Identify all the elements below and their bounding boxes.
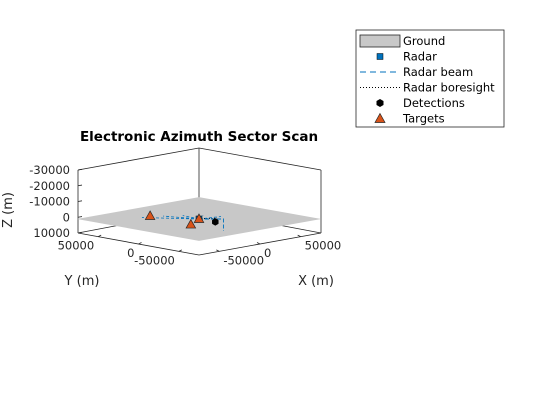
legend-detections-swatch: [376, 99, 384, 107]
target-marker: [185, 218, 197, 229]
legend-radar-swatch: [376, 53, 384, 60]
target-marker: [193, 213, 205, 223]
legend-entry-label: Ground: [403, 34, 445, 48]
z-tick-label: -10000: [29, 195, 70, 209]
x-tick-mark: [297, 234, 301, 238]
y-tick-mark: [138, 242, 142, 245]
x-tick-mark: [216, 249, 220, 252]
legend-entry-label: Radar beam: [403, 65, 473, 79]
y-tick-label: 50000: [58, 239, 95, 253]
y-tick-mark: [178, 249, 183, 252]
marker-layer: [144, 210, 219, 229]
legend-entry-label: Radar: [403, 50, 437, 64]
z-tick-label: -30000: [29, 163, 70, 177]
x-tick-mark: [256, 242, 261, 245]
box-top-left-edge: [77, 147, 200, 171]
x-axis-label: X (m): [298, 274, 334, 289]
z-tick-mark: [77, 168, 83, 171]
radar-beam-line: [163, 215, 200, 220]
x-tick-label: 0: [264, 246, 271, 260]
tick-layer: -30000-20000-10000010000-50000050000-500…: [29, 163, 341, 267]
box-top-right-edge: [198, 147, 322, 171]
x-tick-label: 50000: [305, 239, 342, 253]
z-tick-mark: [77, 184, 83, 187]
chart-title: Electronic Azimuth Sector Scan: [80, 129, 318, 145]
z-tick-mark: [77, 216, 83, 218]
z-tick-label: 10000: [33, 226, 70, 240]
z-axis-label: Z (m): [1, 192, 16, 228]
y-axis-label: Y (m): [64, 274, 100, 289]
y-tick-label: -50000: [134, 253, 175, 267]
z-tick-label: 0: [63, 210, 70, 224]
legend-targets-swatch: [374, 112, 386, 123]
legend-entry-label: Targets: [402, 112, 445, 126]
target-marker: [144, 210, 156, 220]
radar-beam-line: [198, 216, 222, 220]
radar-beam-outline: [199, 218, 224, 232]
detection-marker: [212, 218, 219, 226]
legend-entry-label: Detections: [403, 96, 465, 110]
legend-ground-swatch: [359, 34, 401, 48]
z-tick-mark: [77, 200, 83, 202]
y-tick-mark: [97, 234, 102, 238]
y-tick-label: 0: [127, 246, 134, 260]
x-tick-label: -50000: [223, 253, 264, 267]
legend-entry-label: Radar boresight: [403, 81, 495, 95]
z-tick-mark: [77, 231, 83, 234]
z-tick-label: -20000: [29, 179, 70, 193]
